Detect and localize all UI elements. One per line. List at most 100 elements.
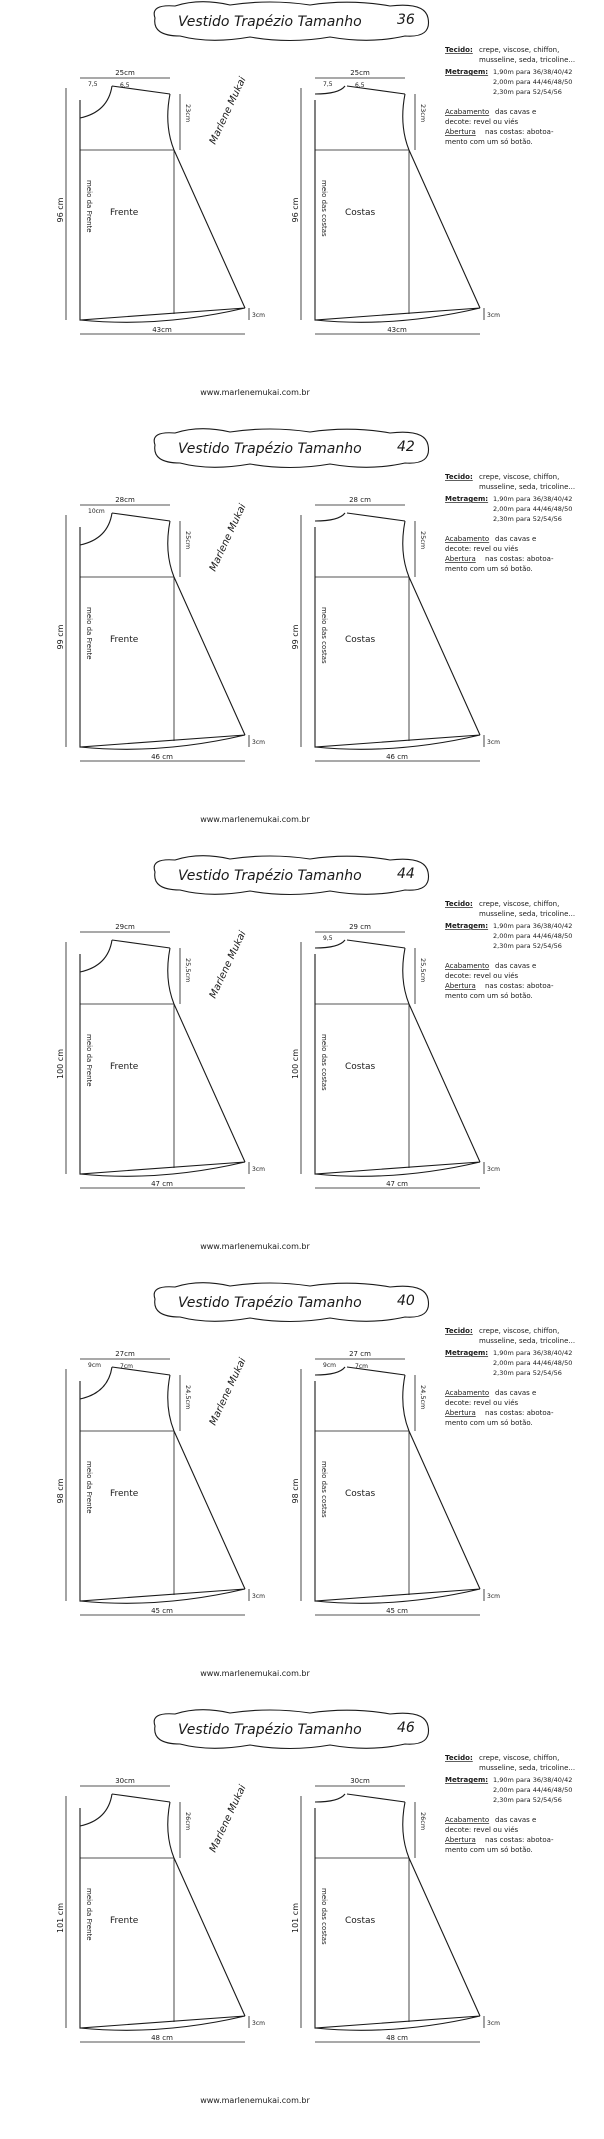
front-panel-width-label: 29cm bbox=[115, 923, 135, 931]
tecido-line: crepe, viscose, chiffon, bbox=[479, 1754, 559, 1762]
back-panel-length-label: 96 cm bbox=[291, 197, 300, 222]
front-panel-hem-label: 46 cm bbox=[151, 753, 173, 761]
acabamento-label: Acabamento bbox=[445, 108, 489, 116]
front-panel-hem-rise-label: 3cm bbox=[252, 1166, 265, 1173]
front-panel-label: Frente bbox=[110, 1489, 139, 1499]
back-panel-armhole-label: 25cm bbox=[419, 531, 427, 549]
back-panel-side-seam bbox=[408, 149, 481, 309]
front-panel-hem-rise-label: 3cm bbox=[252, 1593, 265, 1600]
front-panel-center-label: meio da Frente bbox=[85, 1461, 93, 1514]
back-panel-shoulder-line bbox=[346, 512, 406, 522]
back-panel-armhole-label: 24,5cm bbox=[419, 1385, 427, 1409]
section-size: 46 bbox=[397, 1720, 415, 1736]
tecido-line: crepe, viscose, chiffon, bbox=[479, 900, 559, 908]
back-panel-hem-rise-label: 3cm bbox=[487, 1166, 500, 1173]
back-panel-armhole-label: 25,5cm bbox=[419, 958, 427, 982]
front-panel-neckline bbox=[79, 939, 113, 973]
tecido-line: crepe, viscose, chiffon, bbox=[479, 473, 559, 481]
metragem-line: 2,30m para 52/54/56 bbox=[493, 1369, 562, 1377]
tecido-label: Tecido: bbox=[445, 1327, 473, 1335]
back-panel-hem-label: 47 cm bbox=[386, 1180, 408, 1188]
back-panel-armhole bbox=[402, 947, 410, 1005]
tecido-line: musseline, seda, tricoline... bbox=[479, 1764, 575, 1772]
front-panel-side-seam bbox=[173, 576, 246, 736]
front-panel-length-label: 96 cm bbox=[56, 197, 65, 222]
abertura-line: nas costas: abotoa- bbox=[485, 555, 554, 563]
acabamento-line: decote: revel ou viés bbox=[445, 972, 519, 980]
abertura-label: Abertura bbox=[445, 1409, 476, 1417]
front-panel-hem-rise-label: 3cm bbox=[252, 2020, 265, 2027]
acabamento-label: Acabamento bbox=[445, 535, 489, 543]
website-url: www.marlenemukai.com.br bbox=[200, 388, 310, 397]
back-panel-label: Costas bbox=[345, 208, 376, 218]
title-cloud bbox=[153, 428, 430, 469]
front-panel-side-seam bbox=[173, 1003, 246, 1163]
back-panel-shoulder-label: 6,5 bbox=[355, 82, 365, 89]
front-panel-neckline bbox=[79, 1366, 113, 1400]
back-panel-armhole bbox=[402, 1801, 410, 1859]
front-panel-hem-label: 47 cm bbox=[151, 1180, 173, 1188]
metragem-line: 1,90m para 36/38/40/42 bbox=[493, 1349, 572, 1357]
back-panel-side-seam bbox=[408, 1857, 481, 2017]
back-panel-side-seam bbox=[408, 1430, 481, 1590]
acabamento-label: Acabamento bbox=[445, 1389, 489, 1397]
notes-block: Tecido:crepe, viscose, chiffon,musseline… bbox=[445, 1327, 575, 1427]
metragem-label: Metragem: bbox=[445, 1776, 488, 1784]
signature: Marlene Mukai bbox=[208, 1783, 249, 1854]
front-panel-hem-label: 48 cm bbox=[151, 2034, 173, 2042]
title-cloud bbox=[153, 1709, 430, 1750]
back-panel-hem-label: 46 cm bbox=[386, 753, 408, 761]
acabamento-label: Acabamento bbox=[445, 962, 489, 970]
front-panel-armhole-label: 25cm bbox=[184, 531, 192, 549]
section-size: 44 bbox=[397, 866, 415, 882]
metragem-line: 1,90m para 36/38/40/42 bbox=[493, 1776, 572, 1784]
back-panel-armhole bbox=[402, 93, 410, 151]
front-panel-side-seam bbox=[173, 149, 246, 309]
back-panel-neckline bbox=[314, 1793, 346, 1803]
front-panel-center-label: meio da Frente bbox=[85, 1034, 93, 1087]
abertura-line: nas costas: abotoa- bbox=[485, 1836, 554, 1844]
abertura-line: nas costas: abotoa- bbox=[485, 1409, 554, 1417]
front-panel-center-label: meio da Frente bbox=[85, 607, 93, 660]
front-panel-length-label: 99 cm bbox=[56, 624, 65, 649]
back-panel-label: Costas bbox=[345, 1489, 376, 1499]
front-panel-label: Frente bbox=[110, 635, 139, 645]
acabamento-line: das cavas e bbox=[495, 108, 536, 116]
back-panel-width-label: 25cm bbox=[350, 69, 370, 77]
title-cloud bbox=[153, 855, 430, 896]
back-panel-length-label: 100 cm bbox=[291, 1049, 300, 1079]
back-panel-neckline bbox=[314, 85, 346, 95]
acabamento-label: Acabamento bbox=[445, 1816, 489, 1824]
back-panel-hem-label: 48 cm bbox=[386, 2034, 408, 2042]
front-panel-armhole bbox=[167, 1374, 175, 1432]
back-panel-shoulder-line bbox=[346, 85, 406, 95]
tecido-line: musseline, seda, tricoline... bbox=[479, 483, 575, 491]
front-panel-label: Frente bbox=[110, 1916, 139, 1926]
metragem-line: 2,30m para 52/54/56 bbox=[493, 88, 562, 96]
front-panel-neck-label: 9cm bbox=[88, 1362, 101, 1369]
section-size: 42 bbox=[397, 439, 415, 455]
front-panel-side-seam bbox=[173, 1857, 246, 2017]
abertura-line: nas costas: abotoa- bbox=[485, 982, 554, 990]
metragem-label: Metragem: bbox=[445, 922, 488, 930]
notes-block: Tecido:crepe, viscose, chiffon,musseline… bbox=[445, 473, 575, 573]
website-url: www.marlenemukai.com.br bbox=[200, 1669, 310, 1678]
front-panel-neckline bbox=[79, 512, 113, 546]
front-panel-width-label: 27cm bbox=[115, 1350, 135, 1358]
acabamento-line: decote: revel ou viés bbox=[445, 1826, 519, 1834]
abertura-label: Abertura bbox=[445, 982, 476, 990]
acabamento-line: decote: revel ou viés bbox=[445, 1399, 519, 1407]
back-panel-side-seam bbox=[408, 1003, 481, 1163]
back-panel-length-label: 101 cm bbox=[291, 1903, 300, 1933]
metragem-line: 2,00m para 44/46/48/50 bbox=[493, 78, 572, 86]
front-panel-length-label: 98 cm bbox=[56, 1478, 65, 1503]
abertura-line: nas costas: abotoa- bbox=[485, 128, 554, 136]
abertura-label: Abertura bbox=[445, 128, 476, 136]
front-panel-neck-label: 10cm bbox=[88, 508, 105, 515]
abertura-label: Abertura bbox=[445, 555, 476, 563]
